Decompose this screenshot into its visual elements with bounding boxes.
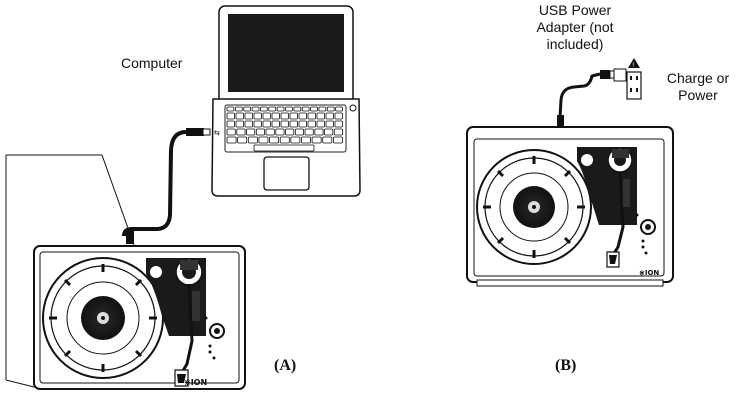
warning-icon: ! [628, 58, 640, 69]
keyboard-key [235, 120, 244, 128]
keyboard-key [301, 136, 312, 144]
keyboard-key [293, 106, 302, 112]
keyboard-key [307, 120, 316, 128]
keyboard-keys [226, 106, 343, 152]
zoom-callout [5, 154, 135, 389]
keyboard-key [285, 106, 293, 112]
keyboard-key [235, 112, 244, 120]
keyboard-key [234, 106, 243, 112]
keyboard-key [251, 106, 260, 112]
keyboard-key [268, 106, 277, 112]
keyboard-key [298, 120, 307, 128]
turntable-icon: ⋇ION [466, 126, 674, 287]
keyboard-key [255, 128, 265, 136]
keyboard-key [290, 136, 301, 144]
keyboard-key [226, 106, 235, 112]
keyboard-key [318, 106, 327, 112]
keyboard-key [335, 106, 343, 112]
ion-logo: ⋇ION [184, 378, 207, 387]
keyboard-key [325, 112, 334, 120]
caption-a: (A) [274, 357, 297, 374]
keyboard-key [334, 112, 343, 120]
keyboard-key [310, 106, 318, 112]
keyboard-key [253, 112, 262, 120]
keyboard-key [265, 128, 275, 136]
power-outlet-icon [626, 71, 642, 100]
laptop-icon [211, 5, 361, 197]
svg-text:⇆: ⇆ [214, 129, 220, 137]
keyboard-key [333, 128, 343, 136]
usb-plug-icon: ⇆ [186, 128, 220, 137]
keyboard-key [226, 128, 236, 136]
keyboard-key [253, 120, 262, 128]
usb-adapter-label-line3: included) [546, 36, 604, 52]
charge-label: Charge or Power [652, 70, 744, 104]
keyboard-key [326, 106, 335, 112]
keyboard-key [307, 112, 316, 120]
ion-logo: ⋇ION [639, 269, 659, 277]
keyboard-key [316, 120, 325, 128]
keyboard-key [271, 112, 280, 120]
usb-power-adapter [600, 68, 629, 82]
usb-adapter-label-line1: USB Power [538, 2, 612, 18]
usb-cable-b [558, 72, 601, 119]
caption-b: (B) [555, 357, 577, 374]
keyboard-key [314, 128, 324, 136]
computer-label: Computer [121, 55, 183, 71]
keyboard-key [226, 120, 235, 128]
keyboard-key [332, 136, 343, 144]
keyboard-key [304, 128, 314, 136]
keyboard-key [322, 136, 333, 144]
keyboard-key [237, 136, 248, 144]
keyboard-key [262, 120, 271, 128]
charge-label-line2: Power [678, 87, 718, 103]
keyboard-key [311, 136, 322, 144]
keyboard-key [236, 128, 246, 136]
usb-adapter-label-line2: Adapter (not [536, 19, 614, 35]
keyboard-key [246, 128, 256, 136]
space-bar [253, 144, 315, 152]
keyboard-key [247, 136, 258, 144]
turntable-icon: ⋇ION [33, 245, 246, 390]
keyboard-key [289, 112, 298, 120]
cable-plug-b [557, 115, 564, 128]
keyboard-key [259, 106, 268, 112]
keyboard-key [244, 120, 253, 128]
keyboard-key [280, 120, 289, 128]
keyboard-key [226, 112, 235, 120]
keyboard-key [316, 112, 325, 120]
charge-label-line1: Charge or [666, 70, 730, 86]
keyboard-key [262, 112, 271, 120]
keyboard-key [275, 128, 285, 136]
keyboard-key [334, 120, 343, 128]
usb-cable-a [122, 130, 187, 237]
keyboard-key [243, 106, 251, 112]
keyboard-key [325, 120, 334, 128]
keyboard-key [298, 112, 307, 120]
keyboard-key [324, 128, 334, 136]
cable-plug-a [126, 231, 134, 244]
usb-adapter-label: USB Power Adapter (not included) [520, 2, 630, 53]
keyboard-key [269, 136, 280, 144]
keyboard-key [301, 106, 310, 112]
keyboard-key [276, 106, 285, 112]
keyboard-key [226, 136, 237, 144]
keyboard-key [244, 112, 253, 120]
keyboard-key [258, 136, 269, 144]
keyboard-key [271, 120, 280, 128]
keyboard-key [285, 128, 295, 136]
keyboard-key [280, 112, 289, 120]
keyboard-key [289, 120, 298, 128]
keyboard-key [294, 128, 304, 136]
keyboard-key [279, 136, 290, 144]
svg-text:!: ! [632, 62, 634, 69]
